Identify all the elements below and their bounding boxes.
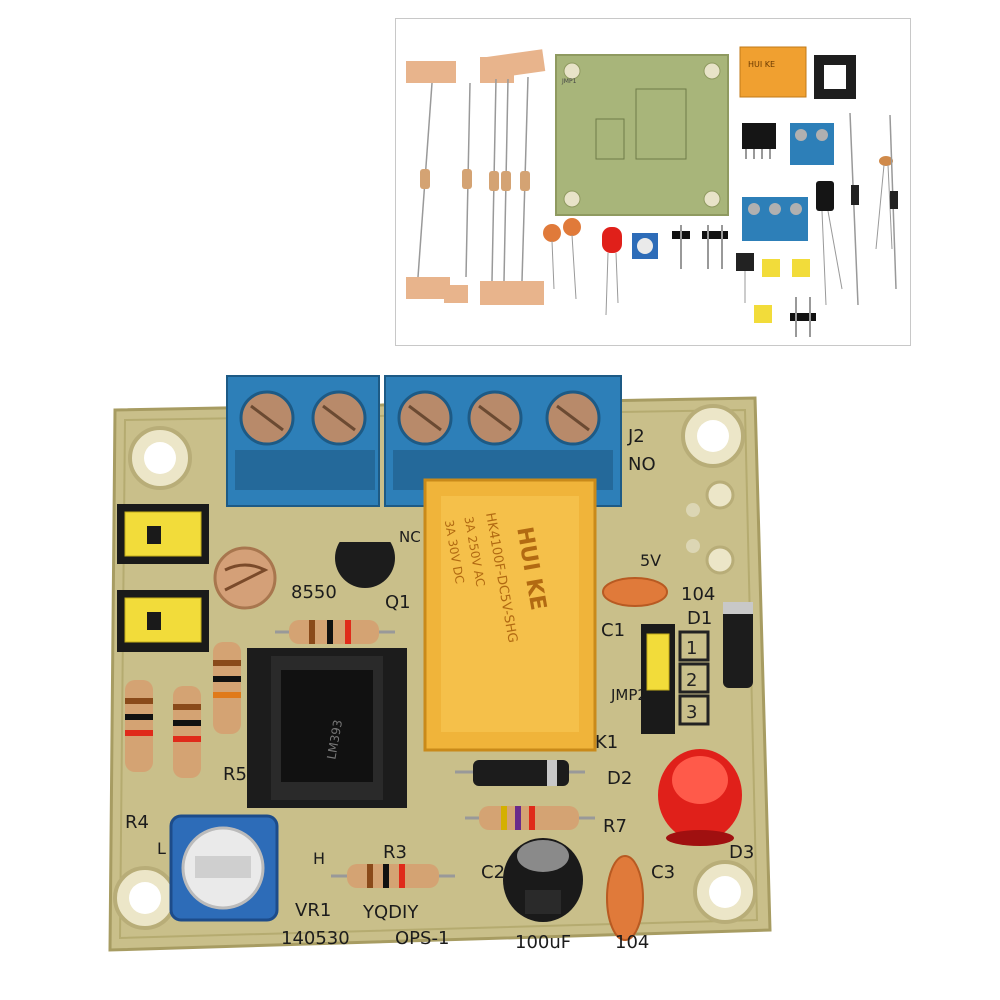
- label-nc: NC: [399, 528, 421, 546]
- pin-header-3: [790, 297, 816, 337]
- label-jmp2: JMP2: [610, 686, 647, 704]
- jumper-jmp1-upper[interactable]: [117, 504, 209, 564]
- relay-part: HUI KE: [739, 46, 807, 98]
- label-brand: YQDIY: [362, 902, 419, 923]
- capacitor-c3: [606, 855, 644, 941]
- label-k1: K1: [595, 732, 618, 753]
- transistor-part: [736, 253, 754, 303]
- resistor-r4: [125, 680, 153, 772]
- silkscreen-labels: J2 NO NC 5V 104 D1 C1 JMP2 K1 D2 R7 D3 C…: [125, 426, 754, 953]
- label-c2: C2: [481, 862, 505, 883]
- assembled-board-photo: HUI KE HK4100F-DC5V-SHG 3A 250V AC 3A 30…: [95, 370, 785, 970]
- terminal-block-3pin: [742, 197, 808, 241]
- bare-pcb: JMP1: [555, 54, 729, 216]
- resistor: [462, 169, 472, 189]
- relay-part-label: HUI KE: [748, 60, 775, 69]
- label-d2: D2: [607, 768, 632, 789]
- assembled-board: HUI KE HK4100F-DC5V-SHG 3A 250V AC 3A 30…: [108, 375, 772, 953]
- resistor: [420, 169, 430, 189]
- diode-d2: [455, 760, 585, 786]
- label-r5: R5: [223, 764, 247, 785]
- pcb-silkscreen-label: JMP1: [561, 78, 577, 85]
- label-h: H: [313, 849, 325, 868]
- jumper-cap-part: [762, 259, 780, 277]
- terminal-block-2pin: [790, 123, 834, 165]
- transistor-q1: [335, 528, 395, 588]
- label-c1-value: 104: [681, 584, 715, 605]
- label-d3: D3: [729, 842, 754, 863]
- label-c3-value: 104: [615, 932, 649, 953]
- ic-socket: [814, 55, 856, 99]
- capacitor-c2: [503, 838, 583, 922]
- resistor: [501, 171, 511, 191]
- label-date-code: 140530: [281, 928, 350, 949]
- power-pads: [686, 480, 735, 575]
- jumper-cap-part: [754, 305, 772, 323]
- label-j2: J2: [627, 426, 645, 447]
- resistor-r5: [213, 642, 241, 734]
- jumper-cap-part: [792, 259, 810, 277]
- label-transistor: 8550: [291, 582, 337, 603]
- resistor-r-top: [275, 620, 395, 644]
- label-no: NO: [628, 454, 656, 475]
- label-5v: 5V: [640, 551, 661, 570]
- label-l: L: [157, 839, 166, 858]
- led-d3: [658, 749, 742, 846]
- ceramic-cap-part: [563, 218, 581, 236]
- potentiometer-vr1[interactable]: [169, 814, 279, 922]
- capacitor-c1: [602, 577, 668, 607]
- ic-lm393: LM393: [247, 648, 407, 808]
- label-c3: C3: [651, 862, 675, 883]
- ic-chip: [742, 123, 776, 159]
- ceramic-cap-part: [543, 224, 561, 242]
- resistor-strip-group: [406, 49, 546, 305]
- terminal-block-left: [226, 375, 380, 507]
- jumper-jmp2[interactable]: [641, 624, 675, 734]
- jmp2-pin-numbers: 1 2 3: [678, 630, 710, 726]
- diode-d1: [723, 602, 753, 688]
- jumper-jmp1-lower[interactable]: [117, 590, 209, 652]
- jmp2-pin-1: 1: [686, 638, 697, 659]
- diode-part: [890, 191, 898, 209]
- label-q1: Q1: [385, 592, 411, 613]
- kit-parts-photo: JMP1 HUI KE: [395, 18, 911, 346]
- resistor: [520, 171, 530, 191]
- diode-part: [851, 185, 859, 205]
- label-c2-value: 100uF: [515, 932, 571, 953]
- label-vr1: VR1: [295, 900, 331, 921]
- label-c1: C1: [601, 620, 625, 641]
- jmp2-pin-3: 3: [686, 702, 697, 723]
- led-part: [602, 227, 622, 316]
- trimpot-part: [632, 233, 658, 259]
- jmp2-pin-2: 2: [686, 670, 697, 691]
- label-model: OPS-1: [395, 928, 449, 949]
- resistor-r7: [465, 806, 595, 830]
- resistor-r6: [173, 686, 201, 778]
- resistor: [489, 171, 499, 191]
- kit-parts-illustration: JMP1 HUI KE: [406, 46, 898, 337]
- label-r3: R3: [383, 842, 407, 863]
- pin-headers: [672, 225, 728, 269]
- relay-k1: HUI KE HK4100F-DC5V-SHG 3A 250V AC 3A 30…: [423, 478, 597, 752]
- electrolytic-cap-part: [816, 181, 843, 306]
- label-r4: R4: [125, 812, 149, 833]
- label-d1: D1: [687, 608, 712, 629]
- ic-marking-text: LM393: [324, 719, 345, 761]
- ldr-sensor: [213, 546, 277, 610]
- resistor-r3: [331, 864, 455, 888]
- label-r7: R7: [603, 816, 627, 837]
